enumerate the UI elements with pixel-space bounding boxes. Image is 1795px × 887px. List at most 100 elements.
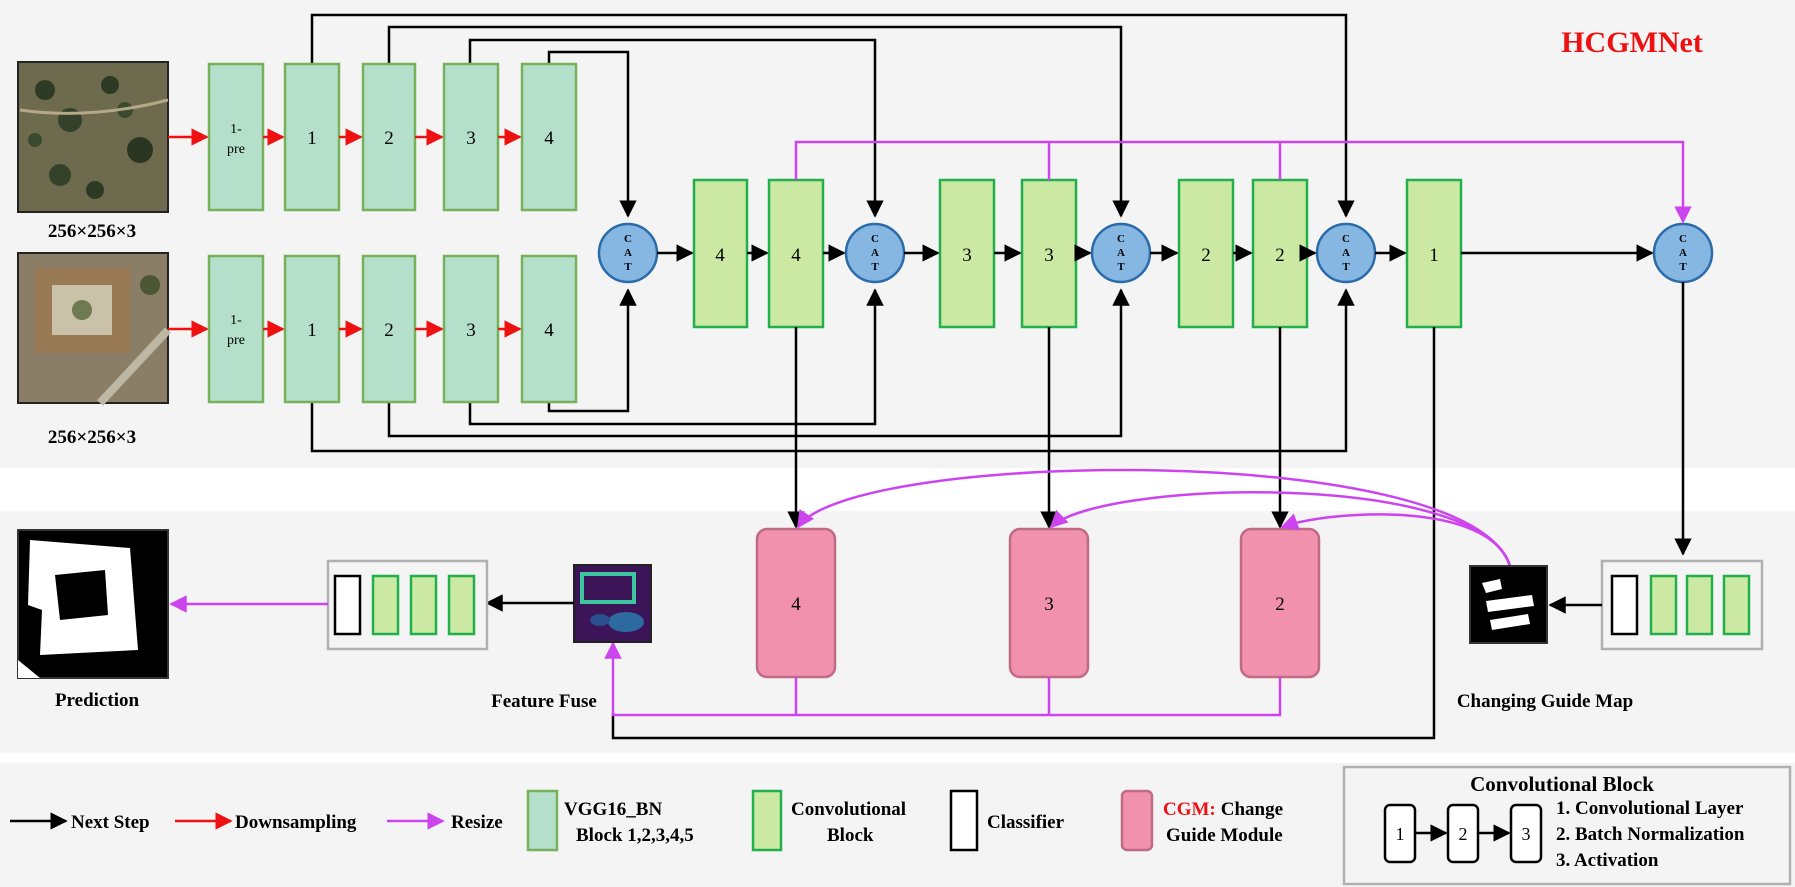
svg-text:T: T <box>871 261 879 273</box>
svg-text:T: T <box>1342 261 1350 273</box>
svg-text:C: C <box>1679 233 1687 245</box>
legend-vgg-label-1: VGG16_BN <box>564 799 662 820</box>
conv-block-3b-label: 3 <box>1044 245 1054 266</box>
vgg-block-bottom-4-label: 4 <box>544 320 554 341</box>
changing-guide-map-label: Changing Guide Map <box>1457 691 1633 712</box>
legend-vgg-swatch <box>526 789 559 852</box>
conv-block-4b-label: 4 <box>791 245 801 266</box>
cat-node-2: C A T <box>844 222 906 284</box>
conv-step-1-label: 1 <box>1396 824 1405 844</box>
svg-text:A: A <box>871 247 879 259</box>
input-size-label-bottom: 256×256×3 <box>48 427 136 448</box>
legend-cgm-label-2: Guide Module <box>1166 825 1283 846</box>
legend-cgm-change: Change <box>1221 799 1283 820</box>
svg-text:A: A <box>1117 247 1125 259</box>
feature-fuse-image <box>573 564 652 643</box>
encoder-top: 1- pre 1 2 3 4 <box>207 62 578 212</box>
legend-cgm-prefix: CGM: <box>1163 799 1216 820</box>
pre-label-bottom-2: pre <box>227 333 245 348</box>
encoder-bottom: 1- pre 1 2 3 4 <box>207 254 578 404</box>
conv-block-legend-title: Convolutional Block <box>1470 772 1654 796</box>
vgg-pre-block-bottom <box>207 254 265 404</box>
vgg-block-bottom-3 <box>442 254 500 404</box>
legend-conv-label-1: Convolutional <box>791 799 906 820</box>
cat-node-3: C A T <box>1090 222 1152 284</box>
input-image-t1 <box>17 61 169 213</box>
cgm-block-3-label: 3 <box>1044 594 1054 615</box>
vgg-block-top-4-label: 4 <box>544 128 554 149</box>
svg-text:T: T <box>1679 261 1687 273</box>
conv-step-3 <box>1509 803 1543 864</box>
legend-cgm-swatch <box>1120 789 1154 852</box>
vgg-block-bottom-1-label: 1 <box>307 320 317 341</box>
decoder: C A T 4 4 C A T 3 3 C A T 2 2 <box>597 178 1714 329</box>
vgg-block-bottom-4 <box>520 254 578 404</box>
conv-block-2b-label: 2 <box>1275 245 1285 266</box>
conv-block-4a <box>692 178 749 329</box>
svg-text:C: C <box>871 233 879 245</box>
conv-item-2: 2. Batch Normalization <box>1556 824 1745 845</box>
prediction-image <box>17 529 169 679</box>
conv-step-2-label: 2 <box>1459 824 1468 844</box>
legend-next-step-label: Next Step <box>71 812 150 833</box>
vgg-block-bottom-1 <box>283 254 341 404</box>
svg-text:A: A <box>1679 247 1687 259</box>
svg-text:T: T <box>624 261 632 273</box>
vgg-block-top-3 <box>442 62 500 212</box>
diagram-title: HCGMNet <box>1561 26 1703 59</box>
conv-block-1-label: 1 <box>1429 245 1439 266</box>
legend: Next Step Downsampling Resize VGG16_BN B… <box>10 789 1283 852</box>
vgg-block-top-2 <box>361 62 417 212</box>
resize-top <box>794 140 1692 224</box>
conv-step-3-label: 3 <box>1522 824 1531 844</box>
vgg-block-top-2-label: 2 <box>384 128 394 149</box>
classifier-head-left <box>326 559 489 651</box>
cat-node-5: C A T <box>1652 222 1714 284</box>
conv-item-1: 1. Convolutional Layer <box>1556 798 1744 819</box>
vgg-block-bottom-3-label: 3 <box>466 320 476 341</box>
svg-text:A: A <box>624 247 632 259</box>
vgg-block-top-1-label: 1 <box>307 128 317 149</box>
legend-classifier-swatch <box>949 789 979 852</box>
legend-vgg-label-2: Block 1,2,3,4,5 <box>576 825 694 846</box>
vgg-block-top-3-label: 3 <box>466 128 476 149</box>
legend-conv-swatch <box>751 789 783 852</box>
conv-block-2a-label: 2 <box>1201 245 1211 266</box>
changing-guide-map-image <box>1469 565 1548 644</box>
classifier-head-right <box>1600 559 1764 651</box>
legend-resize-label: Resize <box>451 812 503 833</box>
legend-downsampling-label: Downsampling <box>235 812 357 833</box>
pre-label-top-1: 1- <box>230 122 242 137</box>
conv-block-2b <box>1251 178 1309 329</box>
vgg-pre-block-top <box>207 62 265 212</box>
vgg-block-bottom-2 <box>361 254 417 404</box>
conv-block-2a <box>1177 178 1235 329</box>
downsampling-arrows <box>168 128 522 338</box>
pre-label-bottom-1: 1- <box>230 313 242 328</box>
svg-text:C: C <box>1117 233 1125 245</box>
input-size-label-top: 256×256×3 <box>48 221 136 242</box>
cgm-block-2-label: 2 <box>1275 594 1285 615</box>
pre-label-top-2: pre <box>227 142 245 157</box>
conv-block-3a-label: 3 <box>962 245 972 266</box>
cgm-blocks: 4 3 2 <box>755 527 1321 679</box>
guide-map-resize-curves <box>604 468 1512 717</box>
feature-fuse-label: Feature Fuse <box>491 691 597 712</box>
svg-text:T: T <box>1117 261 1125 273</box>
svg-text:C: C <box>1342 233 1350 245</box>
conv-block-legend-box: Convolutional Block 1 2 3 1. Convolution… <box>1342 765 1792 886</box>
svg-text:C: C <box>624 233 632 245</box>
vgg-block-top-1 <box>283 62 341 212</box>
skip-connections <box>310 13 1355 453</box>
cat-node-1: C A T <box>597 222 659 284</box>
svg-text:A: A <box>1342 247 1350 259</box>
conv-block-3a <box>938 178 996 329</box>
legend-conv-label-2: Block <box>827 825 874 846</box>
conv-block-3b <box>1020 178 1078 329</box>
conv-block-4a-label: 4 <box>715 245 725 266</box>
vgg-block-top-4 <box>520 62 578 212</box>
cgm-block-4-label: 4 <box>791 594 801 615</box>
input-image-t2 <box>17 252 171 406</box>
conv-item-3: 3. Activation <box>1556 850 1659 871</box>
